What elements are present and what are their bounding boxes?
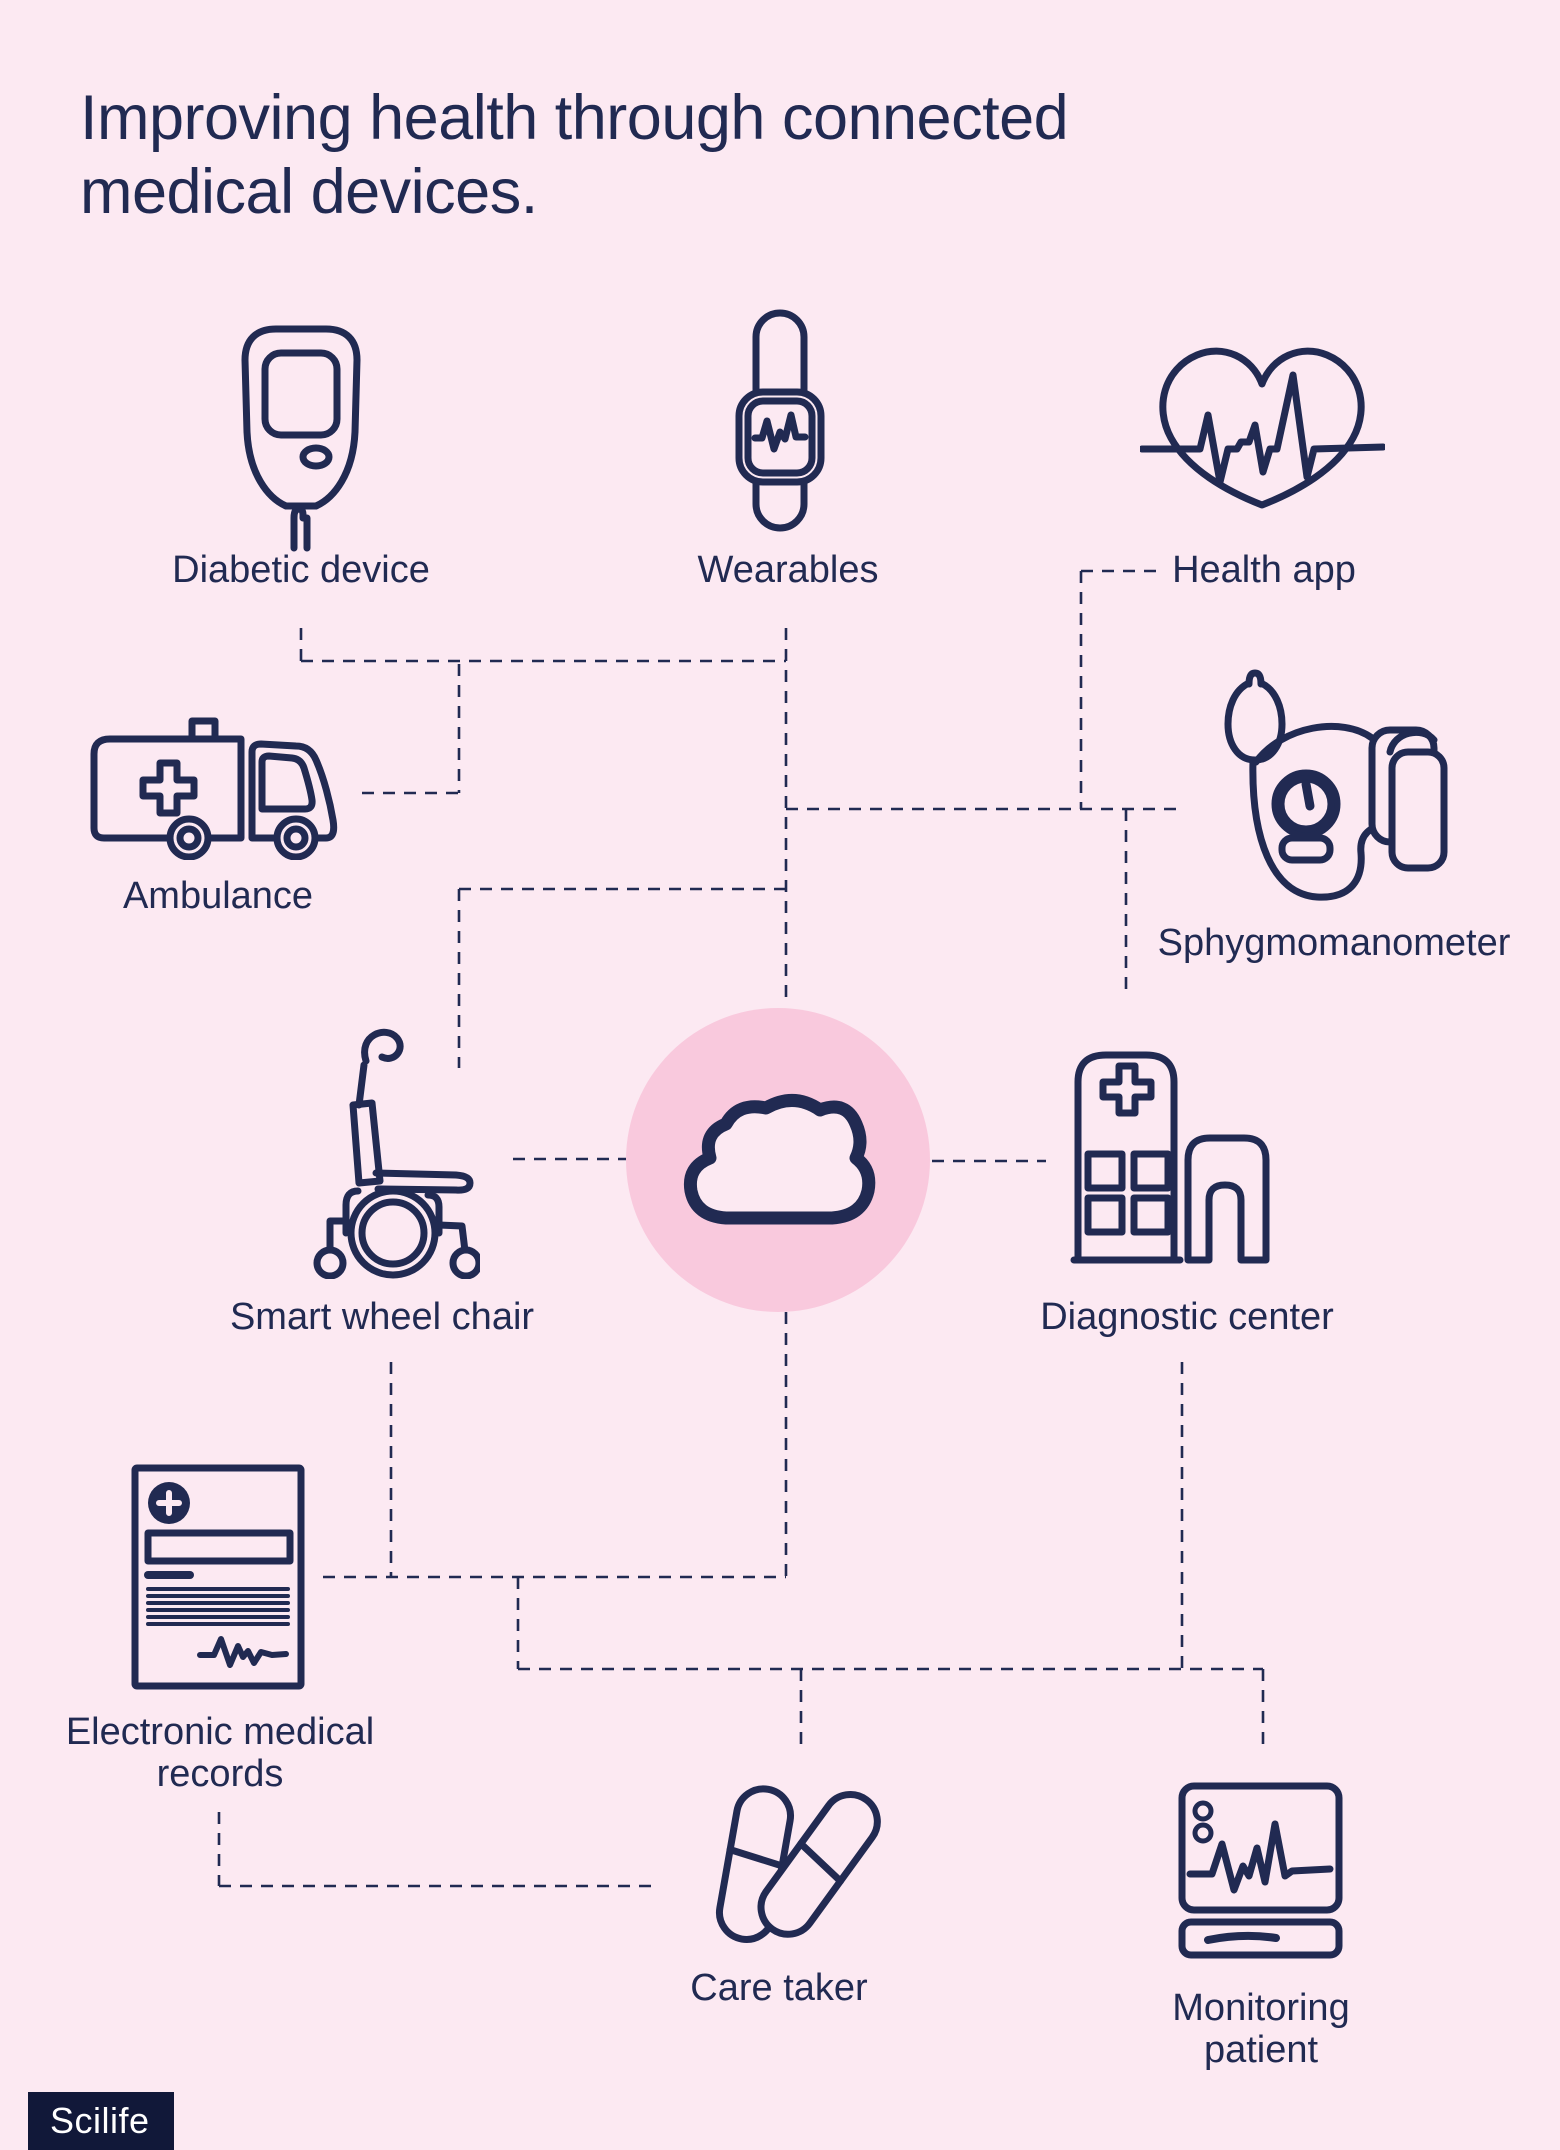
- hospital-building-icon: [1070, 1051, 1270, 1264]
- patient-monitor-icon: [1178, 1782, 1343, 1959]
- label-health-app: Health app: [1172, 549, 1356, 591]
- label-diabetic-device: Diabetic device: [172, 549, 430, 591]
- label-electronic-medical-records: Electronic medical records: [65, 1711, 375, 1795]
- smartwatch-icon: [735, 309, 825, 532]
- medical-document-icon: [131, 1464, 305, 1690]
- cloud-icon: [683, 1094, 876, 1225]
- scilife-logo: Scilife: [28, 2092, 174, 2150]
- label-care-taker: Care taker: [690, 1967, 868, 2009]
- label-wearables: Wearables: [697, 549, 879, 591]
- label-diagnostic-center: Diagnostic center: [1040, 1296, 1334, 1338]
- page-title: Improving health through connected medic…: [80, 83, 1069, 227]
- glucose-meter-icon: [241, 325, 361, 552]
- heart-ecg-icon: [1140, 347, 1385, 509]
- scilife-logo-text: Scilife: [50, 2100, 150, 2141]
- label-smart-wheel-chair: Smart wheel chair: [229, 1296, 535, 1338]
- pills-icon: [715, 1785, 881, 1943]
- label-sphygmomanometer: Sphygmomanometer: [1157, 922, 1511, 964]
- label-monitoring-patient: Monitoring patient: [1172, 1987, 1350, 2071]
- label-ambulance: Ambulance: [122, 875, 314, 917]
- blood-pressure-monitor-icon: [1224, 669, 1448, 901]
- wheelchair-icon: [313, 1028, 480, 1279]
- ambulance-icon: [90, 717, 338, 860]
